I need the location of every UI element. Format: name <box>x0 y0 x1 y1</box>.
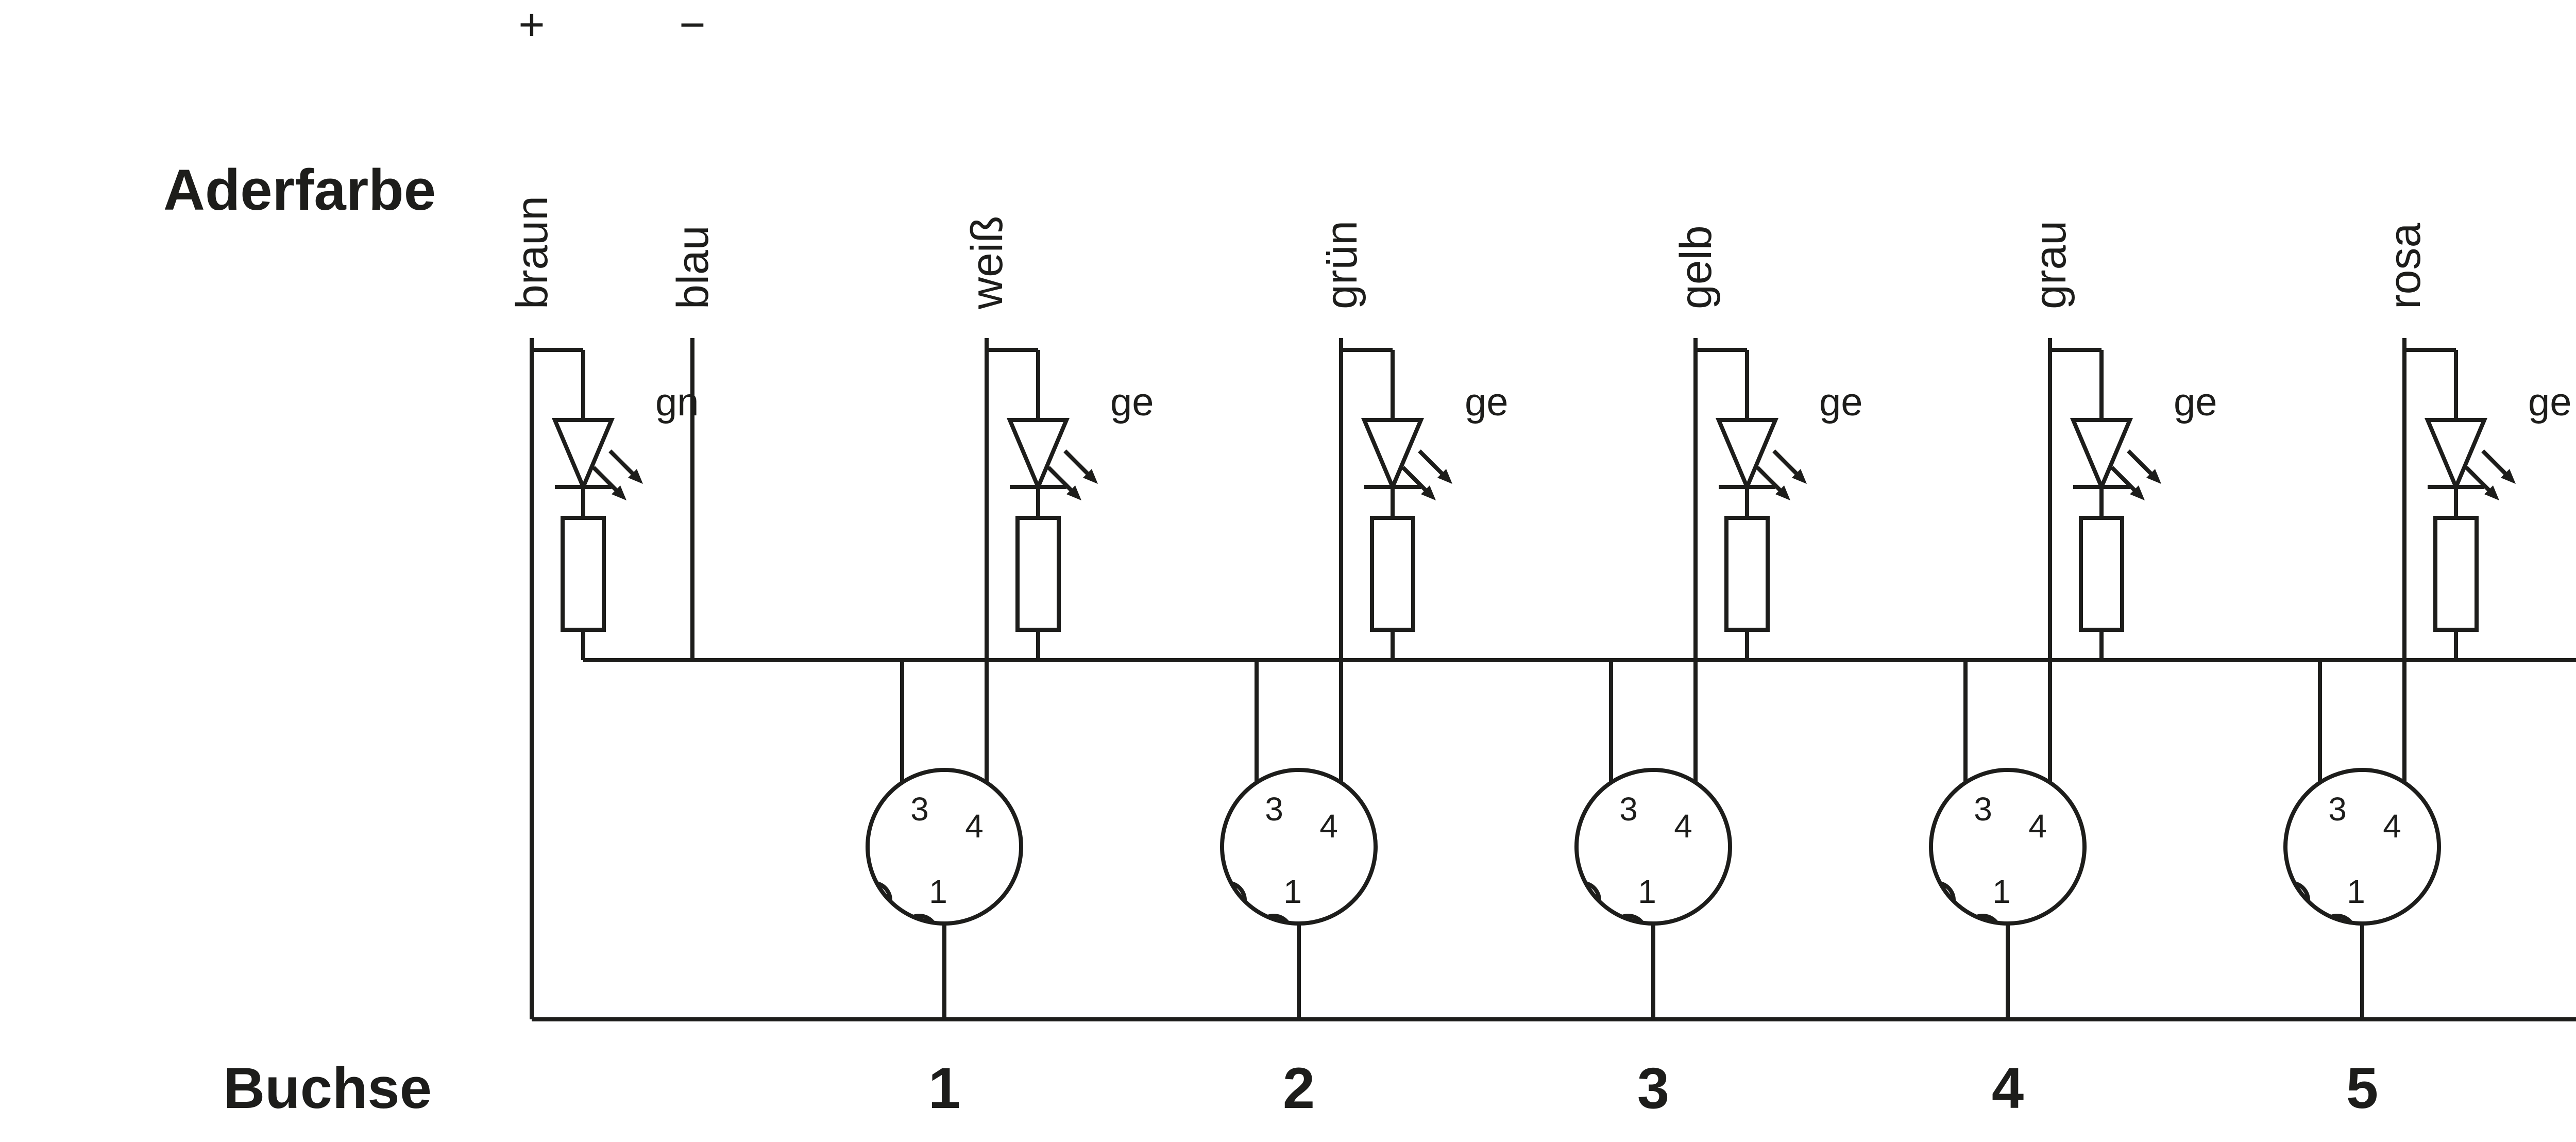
led-label-2: ge <box>1465 380 1509 424</box>
pin3-label-2: 3 <box>1265 791 1283 828</box>
led-label-4: ge <box>2174 380 2217 424</box>
led-label-power: gn <box>655 380 699 424</box>
pin1-label-2: 1 <box>1283 873 1302 910</box>
led-branch-5 <box>2404 350 2516 660</box>
socket-number-3: 3 <box>1637 1056 1669 1120</box>
pin3-label-3: 3 <box>1619 791 1638 828</box>
led-label-5: ge <box>2528 380 2572 424</box>
led-label-3: ge <box>1819 380 1863 424</box>
pin4-label-4: 4 <box>2028 808 2047 845</box>
socket-circle-4 <box>1931 660 2084 1019</box>
pin3-label-4: 3 <box>1974 791 1992 828</box>
socket-number-2: 2 <box>1283 1056 1315 1120</box>
socket-circle-2 <box>1222 660 1376 1019</box>
socket-circle-3 <box>1577 660 1730 1019</box>
pin1-label-5: 1 <box>2347 873 2365 910</box>
socket-circle-1 <box>868 660 1021 1019</box>
pin3-label-5: 3 <box>2328 791 2347 828</box>
wire-label-rosa: rosa <box>2380 223 2430 309</box>
plus-label: + <box>518 0 545 50</box>
led-label-1: ge <box>1110 380 1154 424</box>
wire-label-blau: blau <box>668 225 718 309</box>
pin1-label-4: 1 <box>1992 873 2011 910</box>
led-branch-1 <box>987 350 1098 660</box>
wire-label-grau: grau <box>2026 221 2075 309</box>
wire-label-gruen: grün <box>1317 221 1366 309</box>
socket-heading: Buchse <box>223 1056 432 1120</box>
socket-number-4: 4 <box>1992 1056 2024 1120</box>
wire-color-heading: Aderfarbe <box>163 158 436 222</box>
wire-label-braun: braun <box>507 196 557 309</box>
led-branch-2 <box>1341 350 1452 660</box>
pin4-label-2: 4 <box>1319 808 1338 845</box>
led-branch-4 <box>2050 350 2161 660</box>
pin4-label-1: 4 <box>965 808 984 845</box>
led-branch-power <box>532 350 643 660</box>
wire-label-gelb: gelb <box>1671 225 1721 309</box>
socket-number-1: 1 <box>928 1056 960 1120</box>
socket-number-5: 5 <box>2346 1056 2378 1120</box>
pin1-label-1: 1 <box>929 873 947 910</box>
socket-circle-5 <box>2285 660 2439 1019</box>
wire-label-weiss: weiß <box>962 215 1012 310</box>
pin1-label-3: 1 <box>1638 873 1656 910</box>
pin3-label-1: 3 <box>910 791 929 828</box>
pin4-label-5: 4 <box>2383 808 2401 845</box>
minus-label: − <box>679 0 705 50</box>
pin4-label-3: 4 <box>1674 808 1692 845</box>
led-branch-3 <box>1696 350 1807 660</box>
